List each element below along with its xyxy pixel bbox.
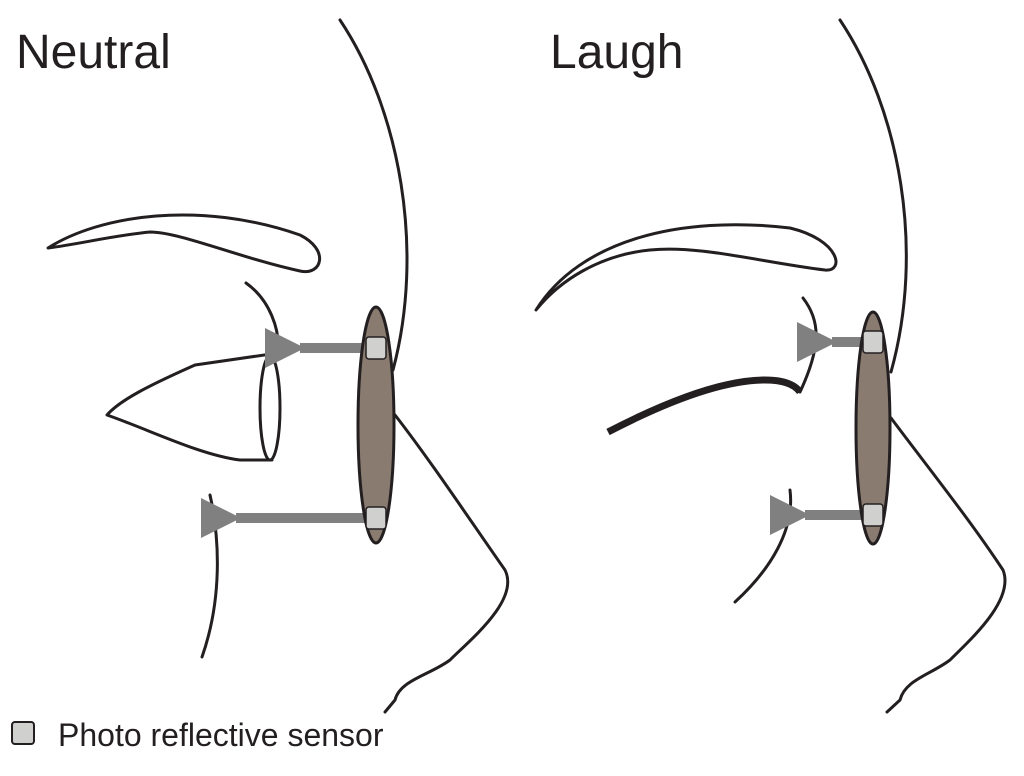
cheek-line bbox=[200, 493, 219, 659]
eye bbox=[105, 351, 280, 462]
neutral-title: Neutral bbox=[16, 26, 171, 79]
laugh-panel: Laugh bbox=[534, 18, 1007, 714]
laugh-title: Laugh bbox=[550, 26, 683, 79]
sensor-upper bbox=[365, 336, 387, 360]
eyebrow bbox=[534, 223, 838, 312]
eyeball bbox=[258, 354, 282, 462]
cheek-line bbox=[733, 488, 793, 604]
sensor-frame bbox=[854, 310, 892, 546]
face-profile-lower bbox=[383, 413, 510, 714]
face-profile-upper bbox=[338, 18, 409, 372]
eyebrow bbox=[46, 213, 321, 274]
legend-label: Photo reflective sensor bbox=[58, 717, 384, 753]
sensor-lower bbox=[862, 503, 884, 527]
sensor-square-icon bbox=[11, 721, 35, 745]
legend: Photo reflective sensor bbox=[11, 717, 384, 753]
face-profile-lower bbox=[885, 416, 1007, 714]
upper-eyelid bbox=[798, 296, 818, 394]
upper-eyelid bbox=[244, 281, 280, 354]
face-profile-upper bbox=[838, 18, 908, 374]
sensor-upper bbox=[862, 330, 884, 354]
sensor-frame bbox=[356, 305, 396, 545]
sensor-lower bbox=[365, 506, 387, 530]
neutral-panel: Neutral bbox=[16, 18, 510, 714]
closed-eye bbox=[606, 376, 803, 436]
